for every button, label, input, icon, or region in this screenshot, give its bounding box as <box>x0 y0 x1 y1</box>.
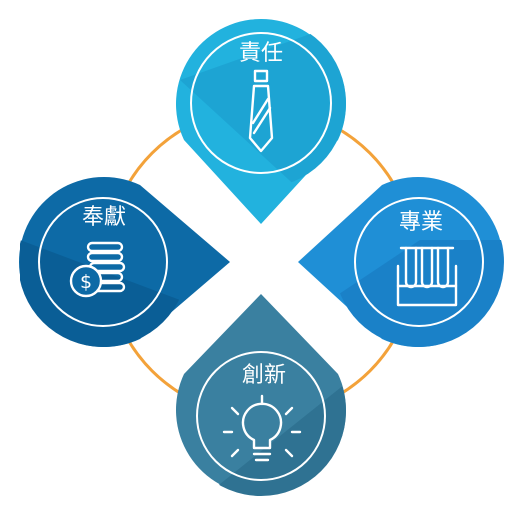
value-node-responsibility: 責任 <box>175 19 347 225</box>
node-inner-ring <box>38 197 168 327</box>
node-label: 奉獻 <box>82 205 126 230</box>
node-label: 專業 <box>399 210 443 235</box>
coin-stack-icon: $ <box>69 241 126 298</box>
node-inner-ring <box>190 32 332 174</box>
value-node-professional: 專業 <box>298 177 504 347</box>
node-shade <box>200 380 346 496</box>
node-inner-ring <box>196 351 326 481</box>
node-shade <box>20 240 180 347</box>
test-tubes-icon <box>396 246 458 307</box>
node-label: 創新 <box>242 363 286 388</box>
node-label: 責任 <box>239 41 283 66</box>
svg-text:$: $ <box>80 271 92 293</box>
lightbulb-icon <box>222 394 302 462</box>
necktie-icon <box>248 69 274 153</box>
value-node-dedication: 奉獻 $ <box>19 177 230 348</box>
node-shade <box>334 240 504 347</box>
node-inner-ring <box>354 197 484 327</box>
value-node-innovation: 創新 <box>176 294 346 496</box>
